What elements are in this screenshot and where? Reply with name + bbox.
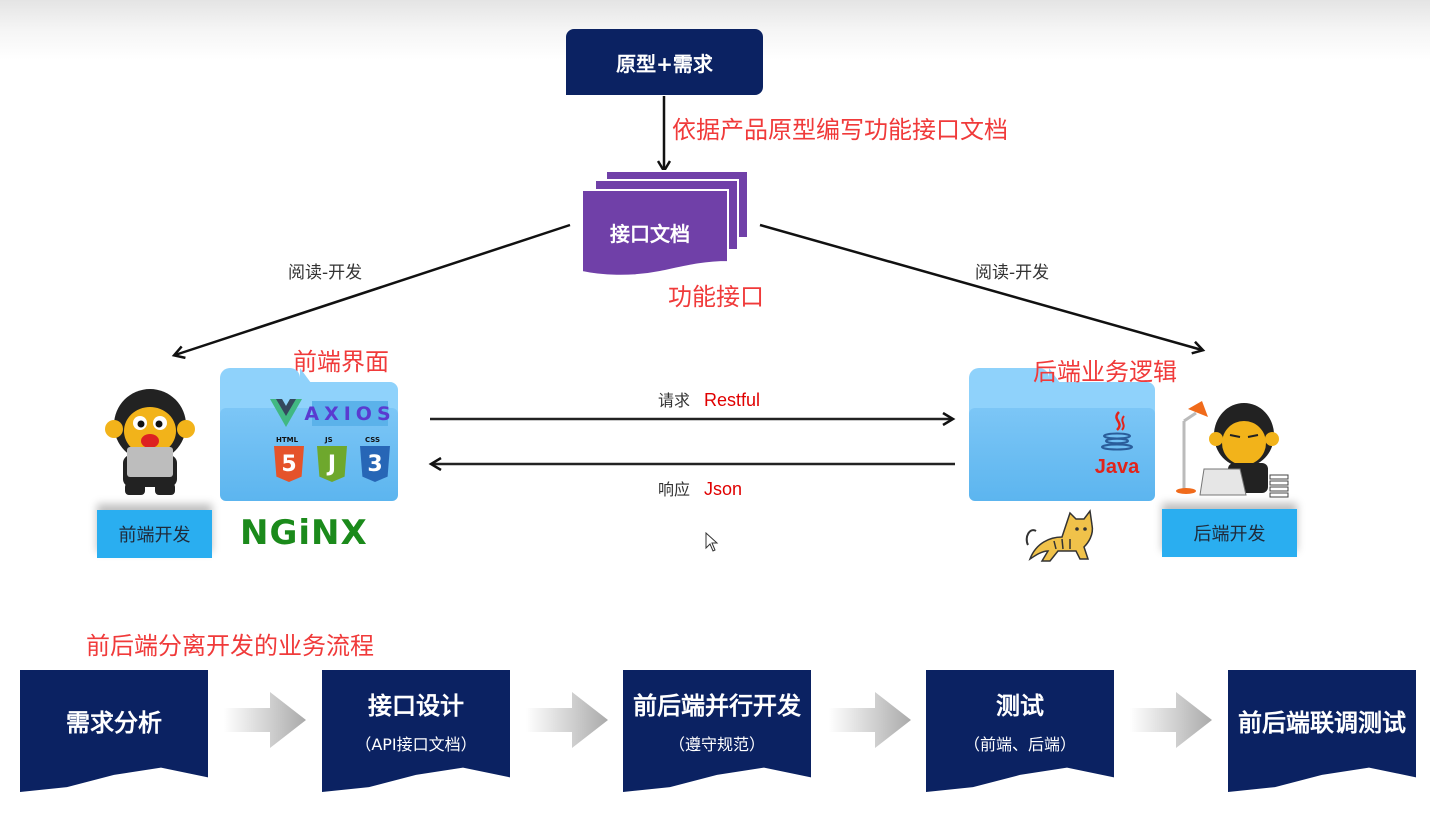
backend-logic-label: 后端业务逻辑 bbox=[1033, 358, 1177, 386]
java-cup-icon bbox=[1101, 411, 1133, 451]
backend-developer-badge: 后端开发 bbox=[1162, 509, 1297, 557]
html-label: HTML bbox=[276, 436, 299, 444]
arrow-doc-to-frontend bbox=[175, 223, 571, 355]
request-label-group: 请求 Restful bbox=[658, 387, 760, 411]
read-develop-right-label: 阅读-开发 bbox=[975, 263, 1050, 283]
flow-arrow-icon bbox=[224, 692, 306, 748]
request-label: 请求 bbox=[658, 391, 691, 410]
api-doc-stack bbox=[581, 170, 749, 277]
nginx-logo-icon: NGiNX bbox=[240, 513, 368, 553]
arrow-doc-to-backend bbox=[759, 223, 1202, 350]
request-protocol-label: Restful bbox=[704, 390, 761, 410]
css3-logo-icon: 3 bbox=[360, 446, 390, 482]
flow-step-title: 需求分析 bbox=[66, 708, 162, 737]
flow-step-title: 接口设计 bbox=[368, 691, 464, 720]
flow-arrow-icon bbox=[1130, 692, 1212, 748]
java-logo-icon: Java bbox=[1087, 410, 1147, 490]
vue-logo-icon bbox=[270, 399, 302, 427]
flow-arrow-icon bbox=[526, 692, 608, 748]
doc-writing-note: 依据产品原型编写功能接口文档 bbox=[672, 116, 1008, 144]
flow-step-subtitle: （遵守规范） bbox=[668, 734, 765, 754]
flow-step-subtitle: （API接口文档） bbox=[355, 734, 477, 754]
flow-step-title: 前后端并行开发 bbox=[633, 691, 801, 720]
response-label-group: 响应 Json bbox=[658, 476, 742, 500]
js-label: JS bbox=[325, 436, 333, 444]
java-label: Java bbox=[1094, 456, 1140, 478]
flow-step-title: 测试 bbox=[996, 691, 1044, 720]
mouse-cursor-icon bbox=[705, 532, 719, 552]
html5-logo-icon: 5 bbox=[274, 446, 304, 482]
frontend-developer-label: 前端开发 bbox=[118, 525, 191, 546]
prototype-requirements-label: 原型+需求 bbox=[616, 51, 713, 76]
function-interface-label: 功能接口 bbox=[668, 283, 764, 311]
frontend-folder: AXIOS HTML JS CSS 5 J 3 bbox=[220, 368, 398, 501]
js-logo-icon: J bbox=[317, 446, 347, 482]
flow-step-interface-design: 接口设计 （API接口文档） bbox=[322, 670, 510, 792]
axios-logo-icon: AXIOS bbox=[304, 401, 396, 426]
backend-developer-mascot-icon bbox=[1176, 401, 1289, 498]
frontend-developer-mascot-icon bbox=[105, 389, 195, 495]
flow-step-subtitle: （前端、后端） bbox=[963, 734, 1076, 754]
api-doc-label: 接口文档 bbox=[610, 222, 690, 246]
backend-developer-label: 后端开发 bbox=[1193, 524, 1266, 545]
css-label: CSS bbox=[365, 436, 381, 444]
flow-title: 前后端分离开发的业务流程 bbox=[86, 632, 374, 660]
tomcat-logo-icon bbox=[1025, 509, 1094, 562]
flow-step-title: 前后端联调测试 bbox=[1238, 708, 1406, 737]
prototype-requirements-box: 原型+需求 bbox=[566, 29, 763, 95]
response-label: 响应 bbox=[658, 480, 691, 499]
backend-folder: Java bbox=[969, 368, 1155, 501]
response-format-label: Json bbox=[704, 479, 743, 499]
flow-arrow-icon bbox=[829, 692, 911, 748]
read-develop-left-label: 阅读-开发 bbox=[288, 263, 363, 283]
frontend-developer-badge: 前端开发 bbox=[97, 510, 212, 558]
